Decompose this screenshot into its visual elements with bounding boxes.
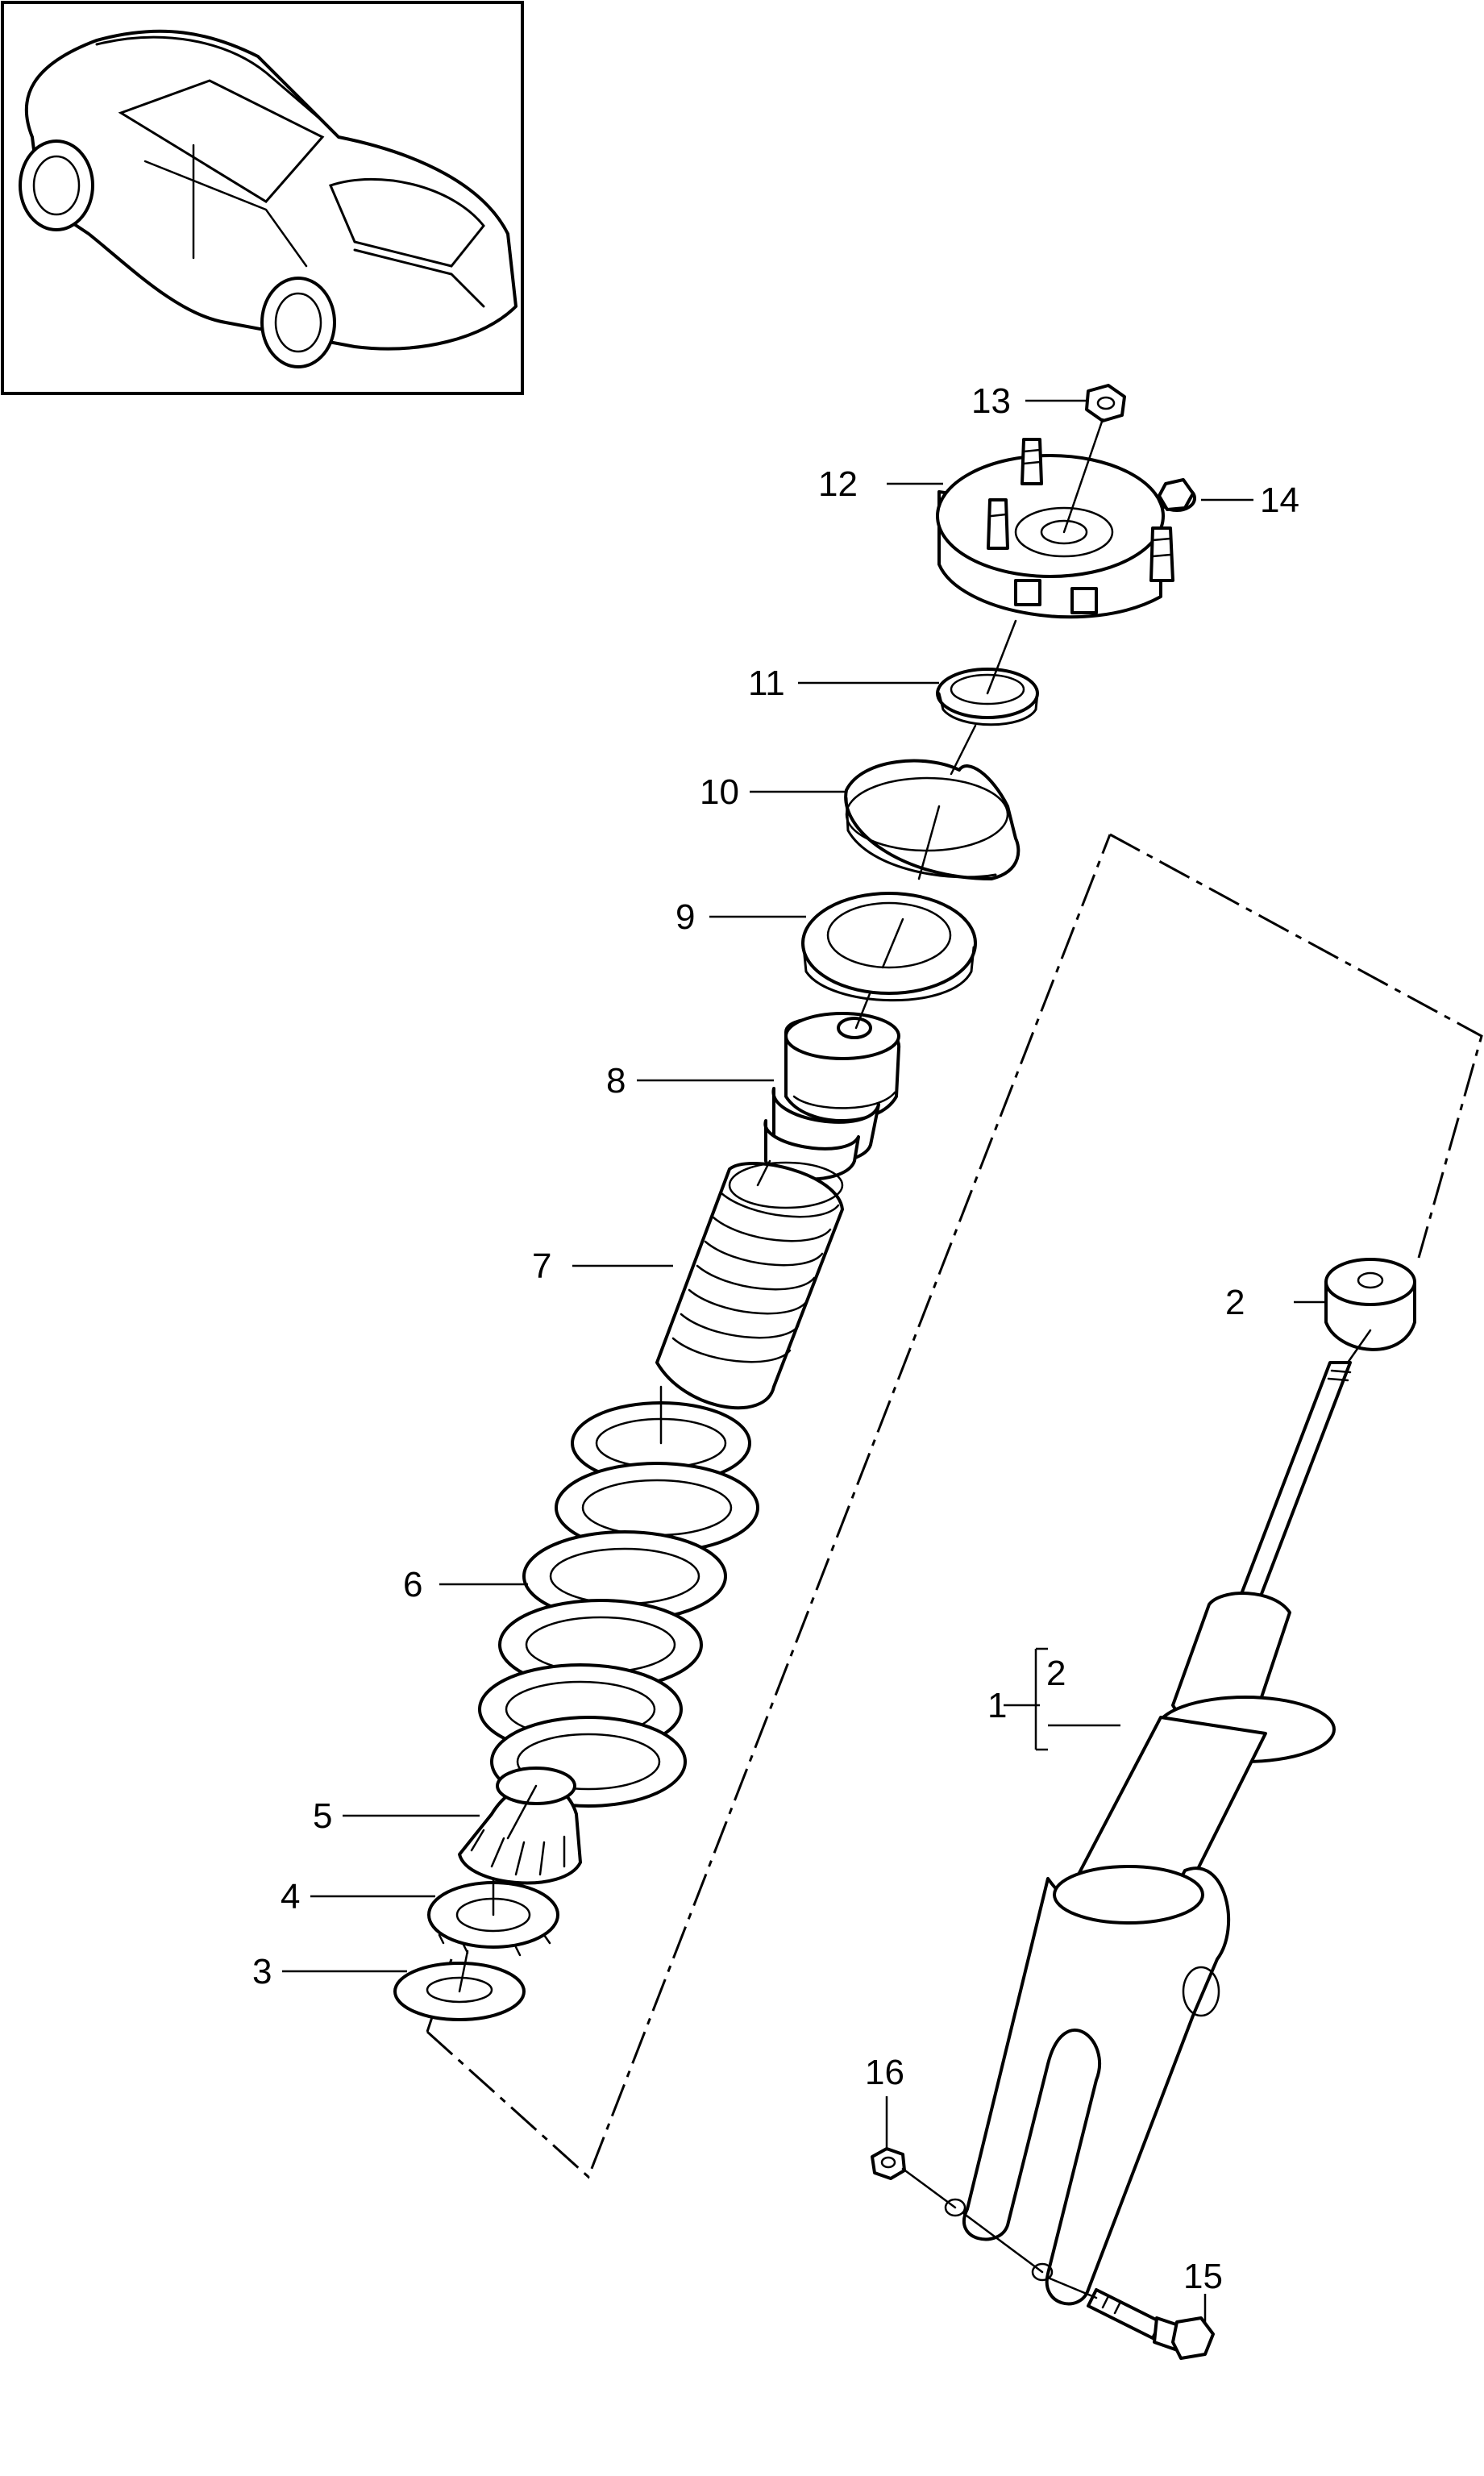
damper-stop [1324,1258,1416,1351]
callout-2-assembly: 2 [1046,1654,1066,1693]
spring-pad [801,892,977,1002]
callout-1: 1 [987,1686,1007,1725]
callout-12: 12 [818,464,858,504]
callout-10: 10 [700,772,739,812]
lock-nut [871,2147,906,2180]
lower-spring-seat [458,1766,582,1885]
top-nut [1085,384,1126,422]
strut-mount [936,438,1174,619]
callout-4: 4 [281,1877,300,1916]
callout-16: 16 [865,2053,904,2092]
dust-boot [655,1161,844,1410]
assembly-axis-lines [458,418,1372,2299]
bearing-ring [936,668,1039,726]
piston-rod [1236,1361,1352,1606]
callout-6: 6 [403,1565,422,1604]
flange-nut [1158,478,1196,512]
callout-15: 15 [1183,2257,1223,2296]
callout-9: 9 [675,897,695,937]
upper-spring-seat [844,759,1021,880]
callout-13: 13 [971,381,1011,421]
bolt [1087,2288,1215,2360]
leader-lines [282,399,1326,2322]
callout-labels: 13 12 14 11 10 9 8 7 6 5 4 3 2 1 2 16 15 [252,381,1299,2296]
callout-5: 5 [313,1796,332,1836]
callout-8: 8 [606,1061,626,1101]
coil-spring [478,1401,759,1808]
callout-14: 14 [1260,481,1299,520]
shock-absorber [944,1592,1336,2306]
callout-2-damper-stop: 2 [1225,1283,1245,1322]
bump-stop [763,1012,900,1181]
callout-7: 7 [532,1246,551,1286]
callout-11: 11 [748,664,785,703]
vehicle-thumbnail [1,1,524,395]
callout-3: 3 [252,1952,272,1991]
